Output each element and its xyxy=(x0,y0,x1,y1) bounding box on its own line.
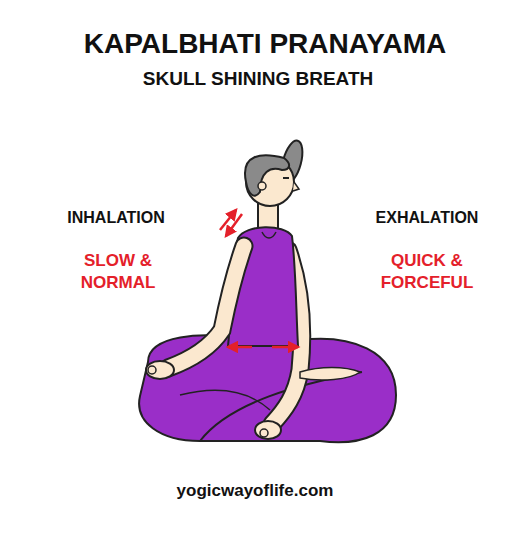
phase-description: QUICK & FORCEFUL xyxy=(381,250,474,294)
arm xyxy=(168,246,244,368)
leg-crease xyxy=(180,390,270,410)
hand xyxy=(255,421,281,439)
phase-description: SLOW & NORMAL xyxy=(81,250,156,294)
mudra-fingers xyxy=(148,366,156,374)
foot xyxy=(300,368,360,381)
phase-heading: INHALATION xyxy=(67,208,164,227)
arm-outline xyxy=(168,246,244,368)
website-credit: yogicwayoflife.com xyxy=(177,481,334,501)
abdomen-arrow xyxy=(272,346,298,349)
eye xyxy=(283,177,289,179)
breath-arrow xyxy=(226,214,242,236)
crossed-legs xyxy=(139,335,396,442)
abdomen-arrow xyxy=(228,346,252,349)
ear xyxy=(258,182,266,190)
phase-heading: EXHALATION xyxy=(376,208,479,227)
hair xyxy=(245,155,289,195)
title: KAPALBHATI PRANAYAMA xyxy=(84,28,446,60)
mudra-fingers xyxy=(260,429,268,437)
subtitle: SKULL SHINING BREATH xyxy=(143,68,373,91)
hand xyxy=(146,361,174,379)
nose xyxy=(293,182,299,191)
neckline xyxy=(262,232,276,238)
